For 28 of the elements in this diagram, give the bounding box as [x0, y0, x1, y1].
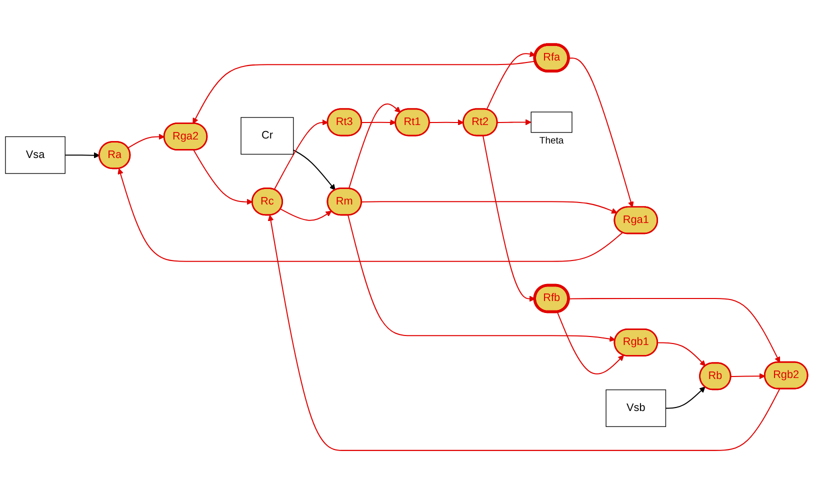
arrow [497, 119, 532, 126]
arrow [568, 58, 634, 208]
arrow [658, 342, 706, 366]
arrow [556, 312, 624, 374]
arrow [274, 119, 328, 190]
arrow [193, 150, 253, 205]
arrow [280, 208, 332, 221]
node-box: Vsb [606, 389, 666, 427]
node-box: Cr [240, 117, 294, 155]
arrow [65, 152, 100, 158]
arrow [430, 119, 464, 126]
arrow [730, 373, 766, 380]
arrow [348, 215, 616, 342]
arrow [128, 134, 165, 148]
scope-label: Theta [539, 135, 564, 146]
arrow [118, 168, 623, 262]
arrow [362, 119, 396, 126]
arrow [482, 136, 536, 302]
arrow [348, 104, 401, 189]
arrow [486, 51, 536, 110]
arrow [268, 214, 780, 451]
node-box [530, 112, 572, 133]
arrow [568, 298, 780, 363]
arrow [192, 60, 536, 124]
node-box: Vsa [5, 136, 66, 174]
arrow [293, 150, 336, 190]
arrow [362, 201, 618, 214]
arrow [666, 386, 706, 409]
